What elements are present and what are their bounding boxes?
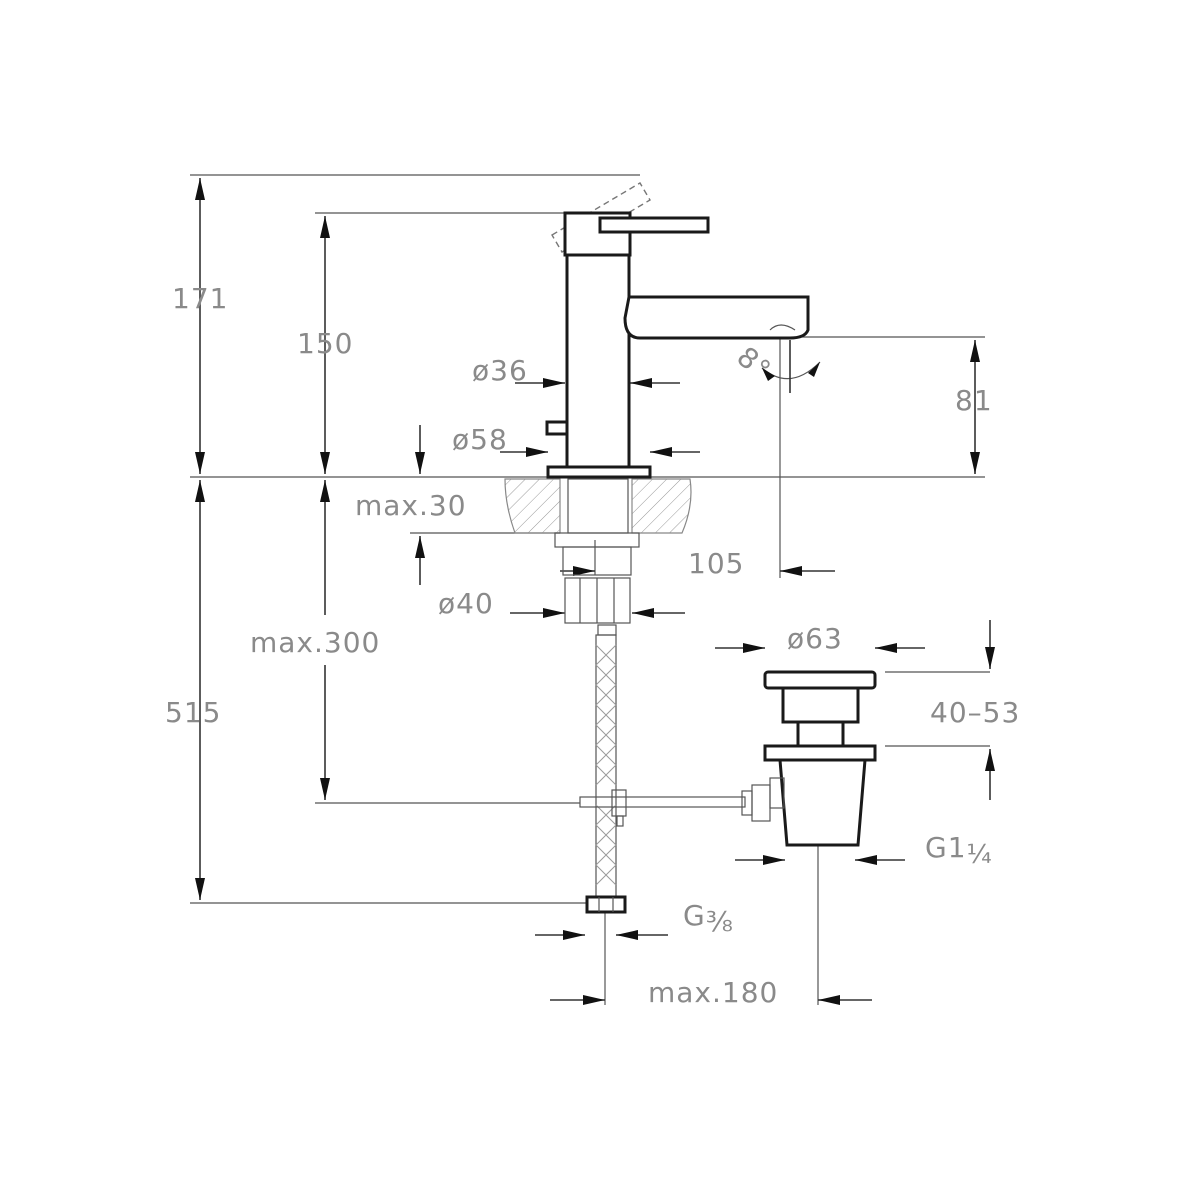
label-max-offset: max.180 [648, 976, 778, 1009]
fixing-washer [554, 532, 640, 548]
lever-handle [598, 216, 710, 234]
label-body-diameter: ø36 [472, 354, 528, 387]
waste-flange [763, 744, 877, 762]
label-max-hose: max.300 [250, 626, 380, 659]
waste-collar [781, 686, 860, 724]
popup-linkage [579, 784, 771, 827]
label-spout-outlet-height: 81 [955, 384, 993, 417]
dimension-labels: 171 150 81 8° ø36 ø58 max.30 105 ø40 max… [165, 282, 1020, 1009]
label-spout-reach: 105 [688, 547, 744, 580]
fixing-plate [562, 546, 632, 576]
label-waste-range: 40–53 [930, 696, 1020, 729]
flex-hose [585, 624, 627, 914]
label-spout-angle: 8° [731, 340, 778, 387]
label-total-height: 171 [172, 282, 228, 315]
label-hose-thread: G⅜ [683, 899, 734, 938]
popup-knob [545, 420, 569, 436]
label-waste-diameter: ø63 [787, 622, 843, 655]
label-below-deck: 515 [165, 696, 221, 729]
label-waste-thread: G1¼ [925, 831, 993, 870]
faucet-spout [623, 295, 810, 340]
hose-nut [585, 895, 627, 914]
waste-stem [796, 720, 845, 748]
faucet [545, 182, 821, 624]
aerator [769, 324, 796, 331]
label-max-countertop: max.30 [355, 489, 467, 522]
shank [567, 478, 629, 534]
waste-body [778, 758, 867, 847]
faucet-column [565, 253, 631, 469]
dimension-lines [195, 178, 995, 1005]
waste-cap [763, 670, 877, 690]
label-spout-top-height: 150 [297, 327, 353, 360]
extension-lines [190, 174, 990, 1005]
lever-raised-outline [551, 182, 651, 253]
label-shank-diameter: ø40 [438, 587, 494, 620]
countertop [504, 478, 692, 534]
label-base-diameter: ø58 [452, 423, 508, 456]
base-flange [546, 465, 652, 479]
waste-drain [763, 670, 877, 847]
